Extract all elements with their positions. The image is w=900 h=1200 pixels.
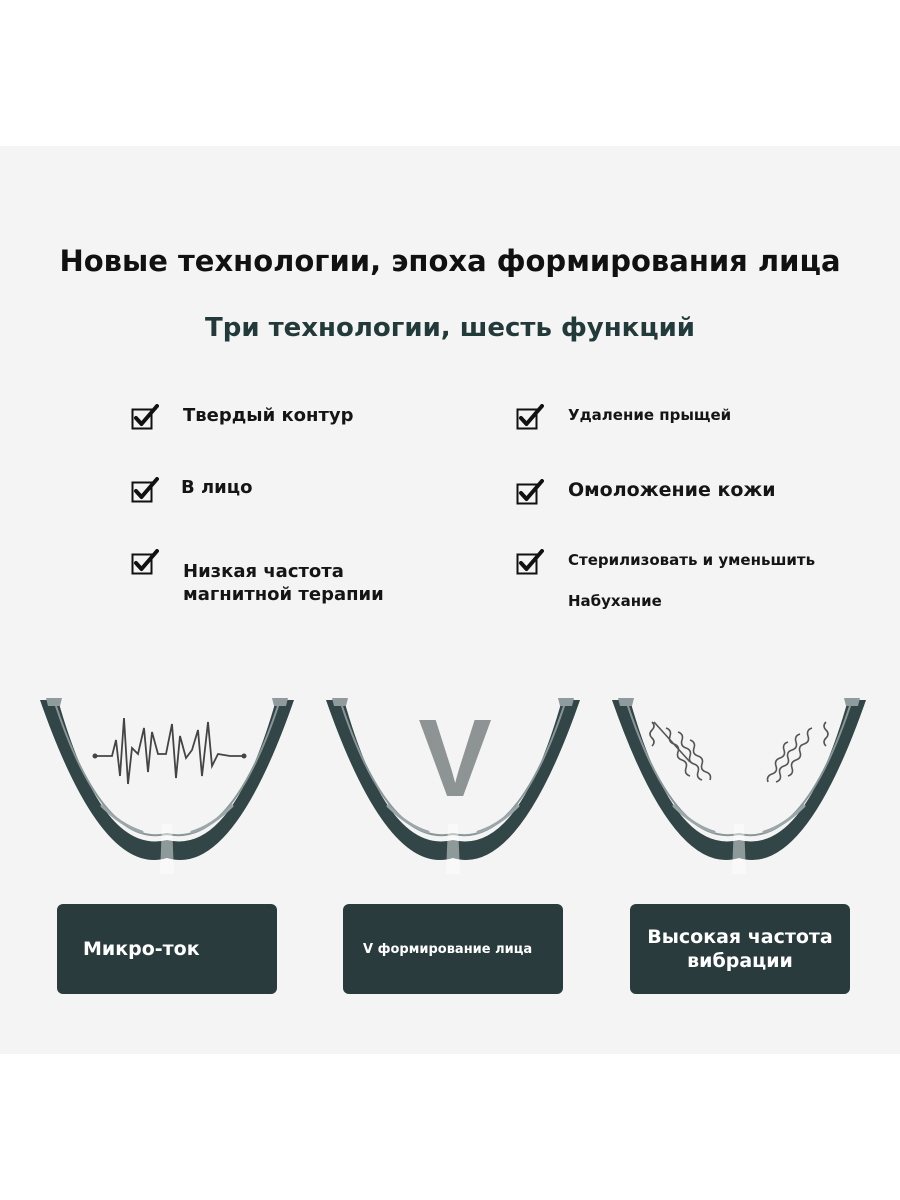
checkmark-icon bbox=[516, 404, 544, 430]
feature-label-line1: Стерилизовать и уменьшить bbox=[568, 551, 816, 569]
feature-label: В лицо bbox=[181, 477, 253, 498]
feature-label-line2: магнитной терапии bbox=[183, 584, 384, 605]
feature-label-line1: Низкая частота bbox=[183, 561, 344, 582]
page-title: Новые технологии, эпоха формирования лиц… bbox=[59, 244, 841, 278]
page-subtitle: Три технологии, шесть функций bbox=[204, 313, 696, 343]
device-vibration-illustration bbox=[610, 696, 868, 876]
device-microcurrent-illustration bbox=[38, 696, 296, 876]
vibration-wave-icon bbox=[766, 721, 829, 783]
mode-label-line1: Высокая частота bbox=[647, 926, 833, 948]
mode-button-high-frequency-vibration[interactable]: Высокая частота вибрации bbox=[630, 904, 850, 994]
mode-button-v-shaping[interactable]: V формирование лица bbox=[343, 904, 563, 994]
checkmark-icon bbox=[131, 404, 159, 430]
v-letter: V bbox=[418, 697, 491, 820]
checkmark-icon bbox=[516, 479, 544, 505]
mode-label: V формирование лица bbox=[363, 941, 533, 957]
mode-label: Микро-ток bbox=[83, 938, 200, 960]
feature-label-line2: Набухание bbox=[568, 592, 662, 610]
pulse-wave-icon bbox=[96, 717, 244, 785]
device-v-shaping-illustration: V bbox=[324, 696, 582, 876]
checkmark-icon bbox=[131, 477, 159, 503]
feature-label: Омоложение кожи bbox=[568, 479, 776, 501]
feature-label: Твердый контур bbox=[183, 405, 354, 426]
checkmark-icon bbox=[516, 549, 544, 575]
checkmark-icon bbox=[131, 549, 159, 575]
content-panel bbox=[0, 146, 900, 1054]
feature-label: Удаление прыщей bbox=[568, 406, 732, 424]
mode-button-microcurrent[interactable]: Микро-ток bbox=[57, 904, 277, 994]
vibration-wave-icon bbox=[649, 721, 712, 781]
mode-label-line2: вибрации bbox=[687, 950, 793, 972]
